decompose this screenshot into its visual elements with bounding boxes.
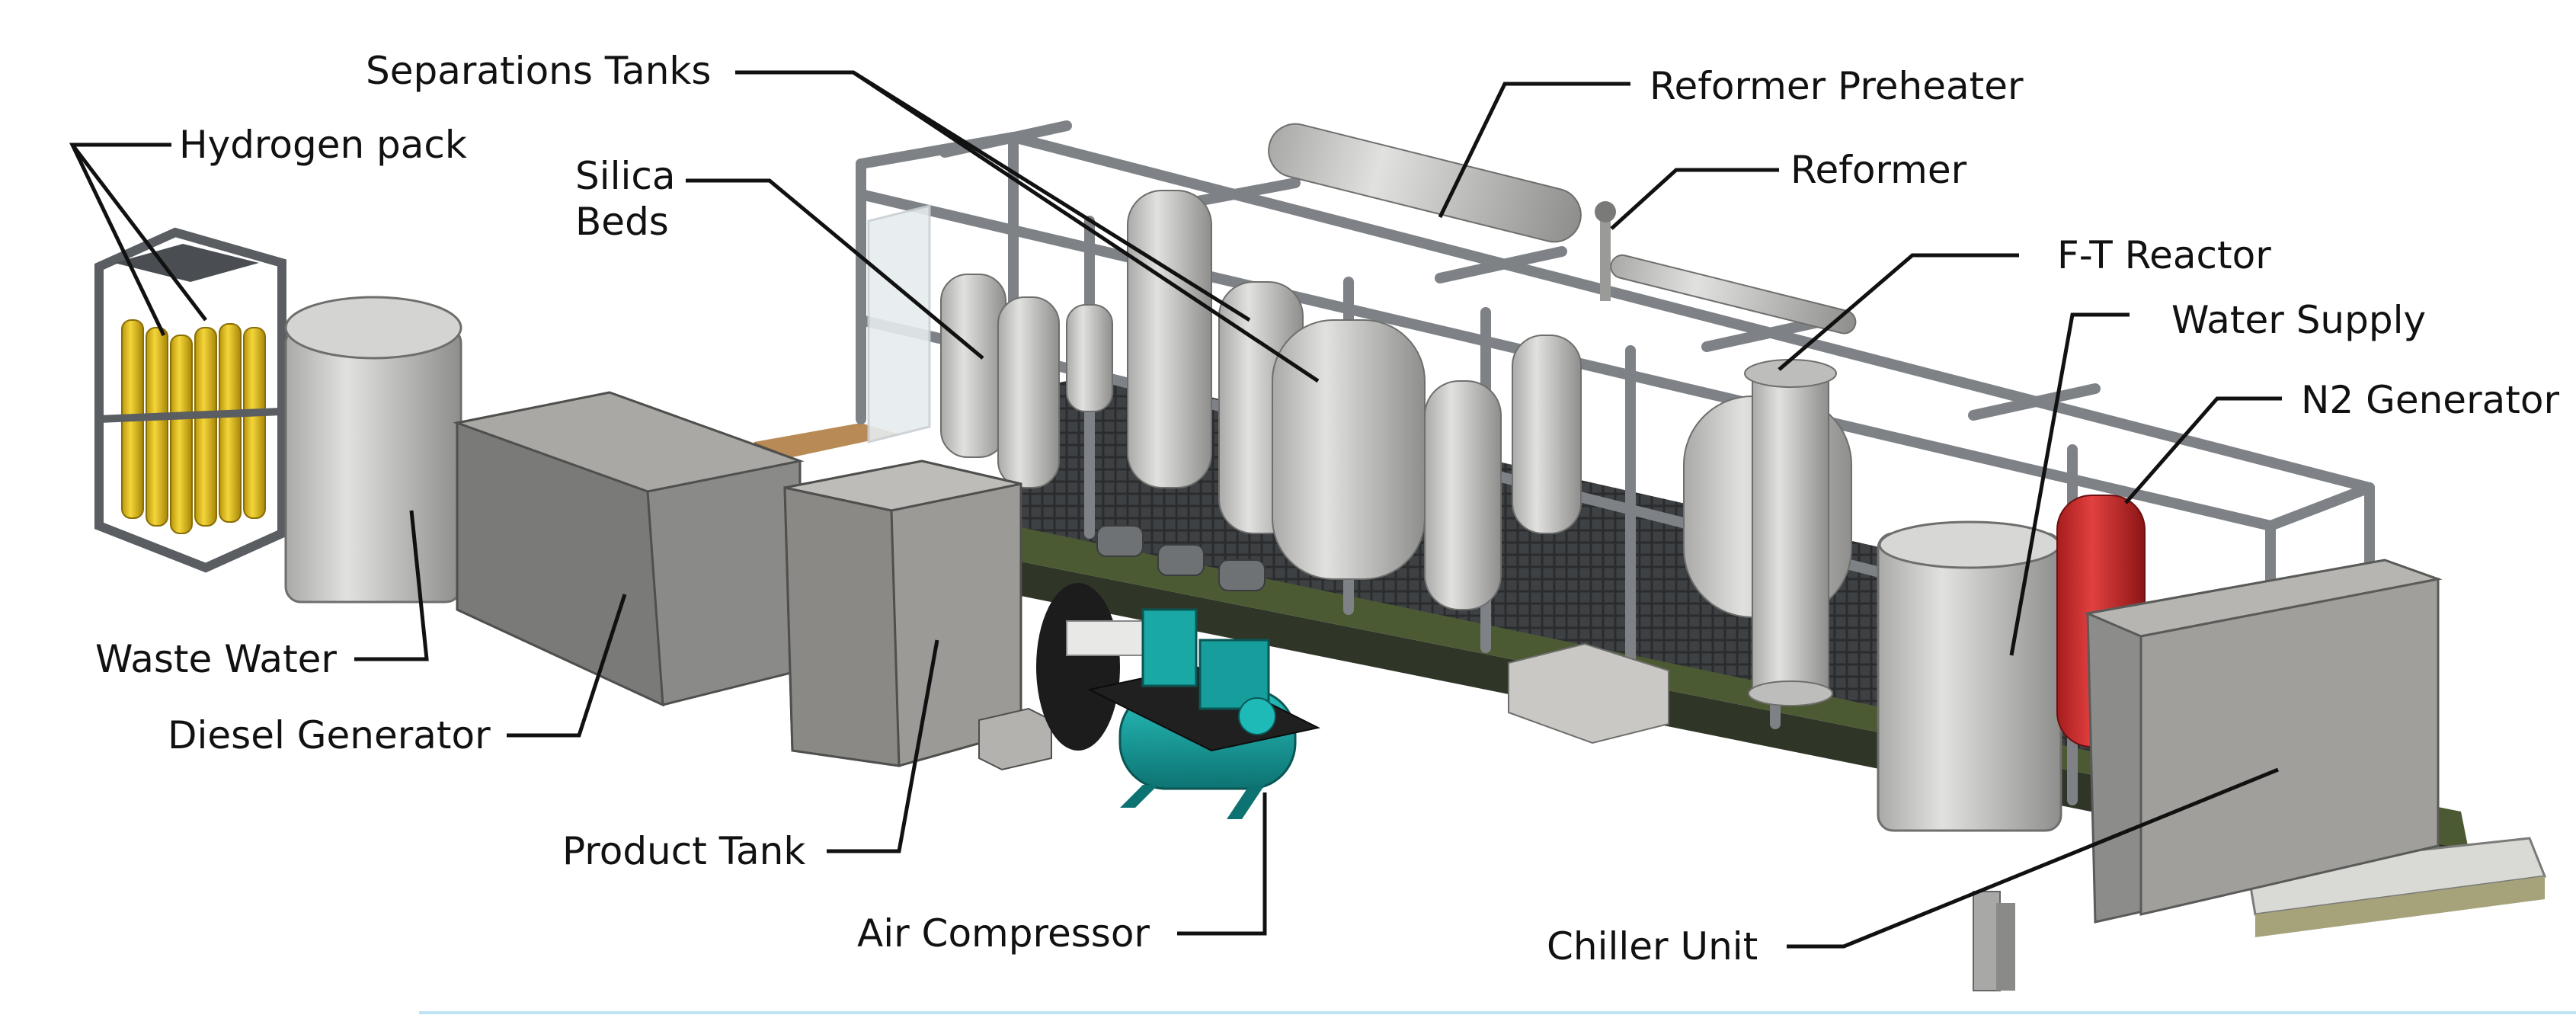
callout-labels: Hydrogen pack Separations Tanks Silica B… bbox=[95, 49, 2559, 969]
diesel-generator bbox=[453, 391, 805, 707]
water-supply-tank bbox=[1877, 520, 2062, 832]
label-silica-beds-line1: Silica bbox=[575, 154, 676, 198]
label-ft-reactor: F-T Reactor bbox=[2057, 233, 2271, 277]
label-diesel-generator: Diesel Generator bbox=[168, 713, 491, 757]
silica-beds bbox=[867, 204, 931, 443]
label-silica-beds-line2: Beds bbox=[575, 200, 669, 244]
label-reformer-preheater: Reformer Preheater bbox=[1650, 64, 2024, 108]
waste-water-tank bbox=[284, 296, 462, 604]
label-chiller-unit: Chiller Unit bbox=[1547, 924, 1758, 969]
label-separations-tanks: Separations Tanks bbox=[366, 49, 711, 93]
leader-lines bbox=[69, 70, 2282, 949]
separation-tanks bbox=[940, 190, 1582, 610]
label-n2-generator: N2 Generator bbox=[2301, 378, 2559, 422]
hydrogen-pack bbox=[94, 227, 286, 573]
label-air-compressor: Air Compressor bbox=[857, 911, 1150, 956]
chiller-unit bbox=[2083, 559, 2443, 924]
ft-reactor bbox=[1683, 359, 1852, 706]
product-tank bbox=[783, 459, 1159, 771]
label-product-tank: Product Tank bbox=[562, 829, 805, 873]
label-water-supply: Water Supply bbox=[2171, 298, 2426, 342]
pumps bbox=[1096, 525, 1266, 591]
label-reformer: Reformer bbox=[1790, 148, 1967, 192]
air-compressor bbox=[1087, 608, 1320, 819]
label-hydrogen-pack: Hydrogen pack bbox=[179, 123, 467, 167]
floor-box bbox=[1508, 642, 1669, 744]
label-waste-water: Waste Water bbox=[95, 637, 337, 681]
reformer-assembly bbox=[1268, 123, 1857, 335]
